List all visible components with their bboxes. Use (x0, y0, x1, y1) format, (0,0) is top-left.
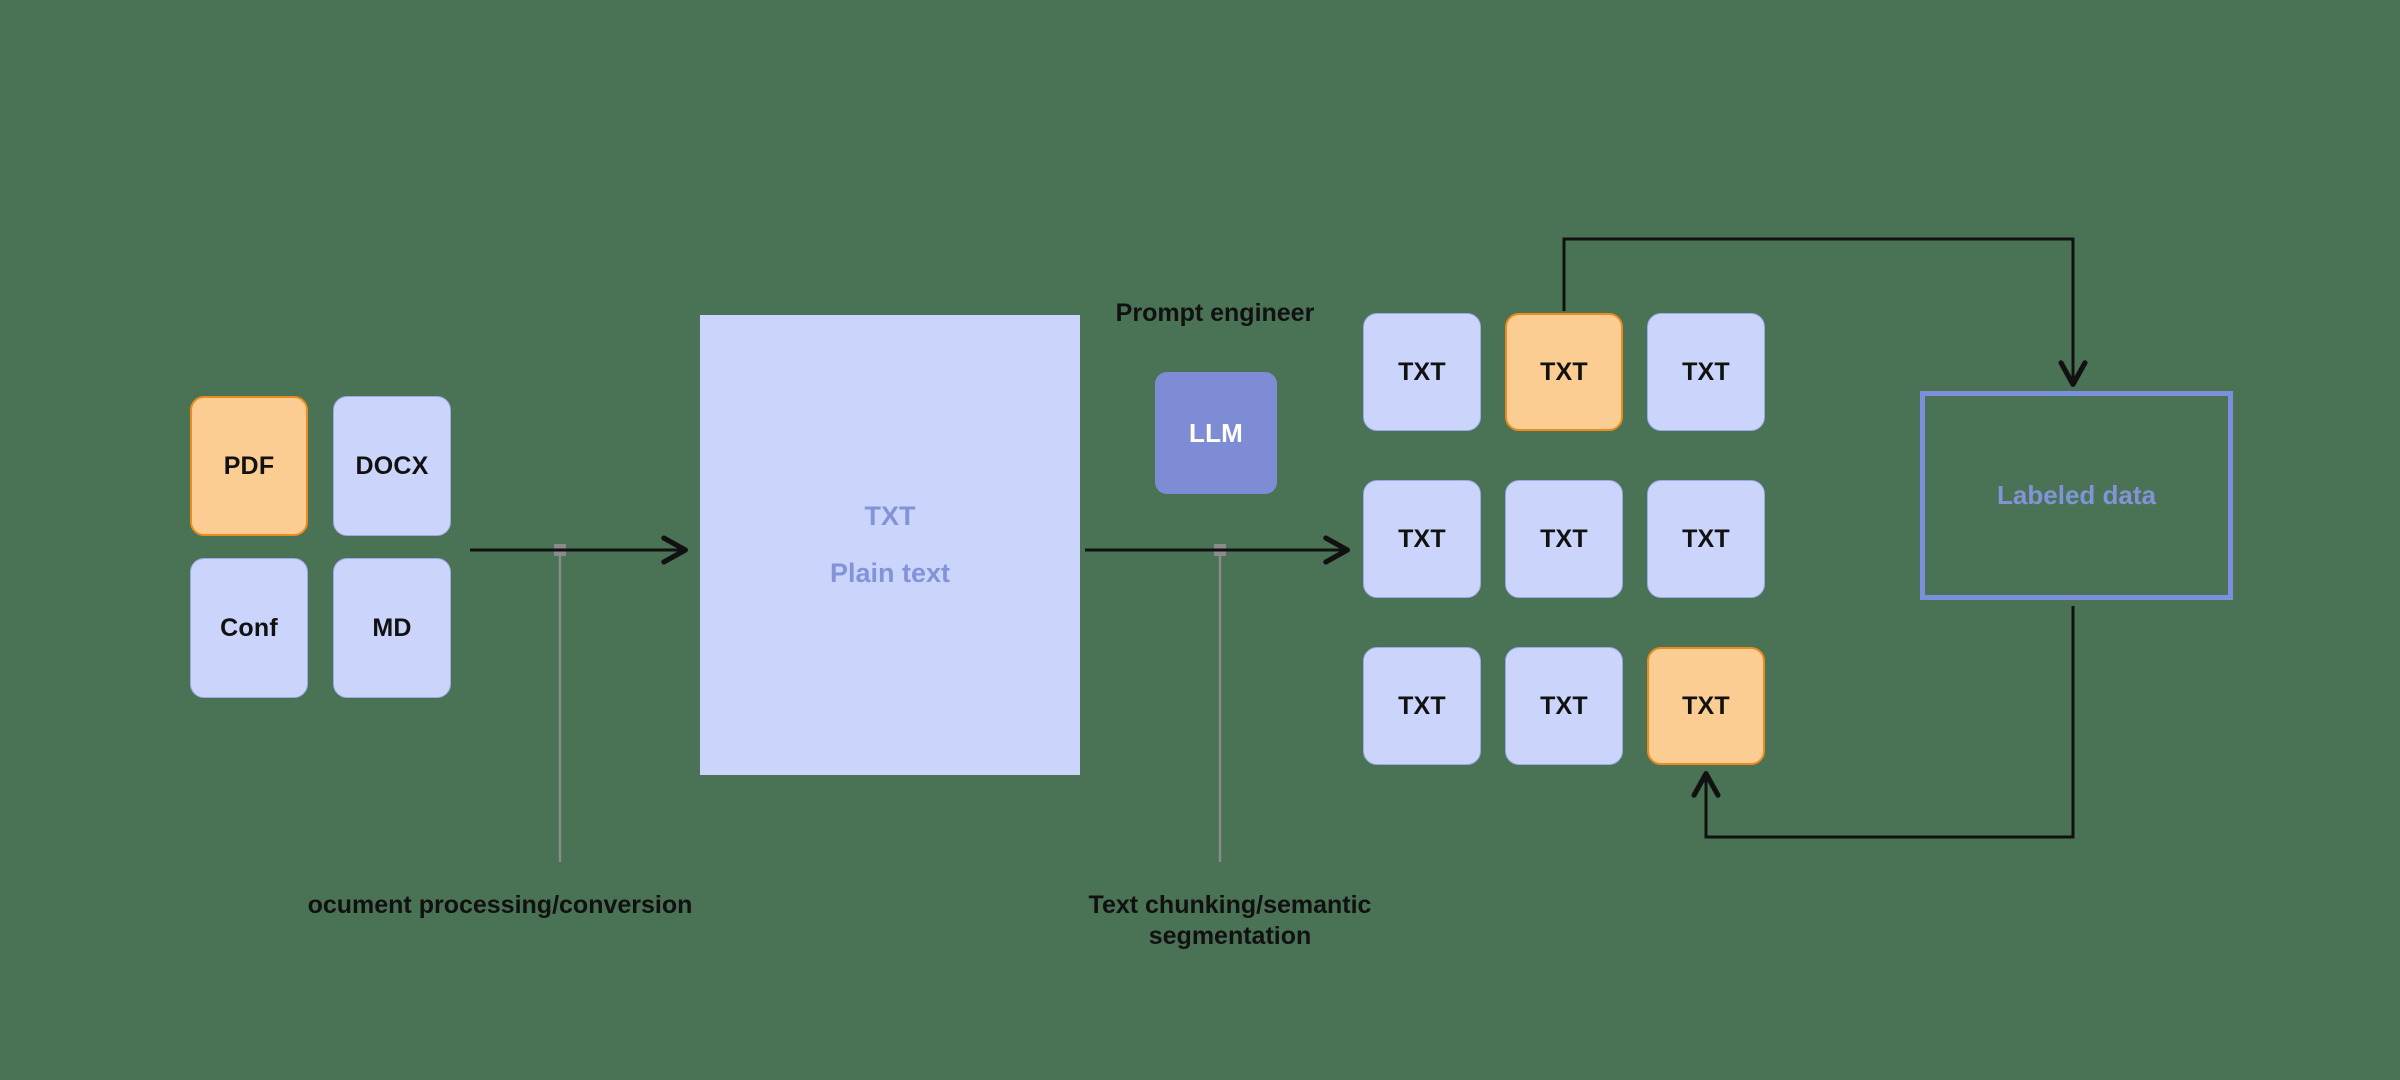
chunk-cell-r2c2[interactable]: TXT (1505, 480, 1623, 598)
labeled-data-label: Labeled data (1997, 480, 2156, 510)
source-tile-conf[interactable]: Conf (190, 558, 308, 698)
source-tile-label: Conf (220, 613, 278, 642)
connector-pin-stage-2 (1214, 544, 1226, 556)
arrow-chunk-to-labeled-data (1562, 237, 2088, 387)
chunk-label: TXT (1682, 524, 1730, 553)
llm-node[interactable]: LLM (1155, 372, 1277, 494)
chunk-cell-r1c3[interactable]: TXT (1647, 313, 1765, 431)
chunk-label: TXT (1540, 524, 1588, 553)
chunk-label: TXT (1398, 357, 1446, 386)
source-tile-docx[interactable]: DOCX (333, 396, 451, 536)
chunk-cell-r2c1[interactable]: TXT (1363, 480, 1481, 598)
source-tile-label: MD (372, 613, 412, 642)
plain-text-subtitle: Plain text (829, 558, 951, 588)
plain-text-title: TXT (864, 501, 916, 531)
chunk-label: TXT (1540, 691, 1588, 720)
llm-label: LLM (1188, 417, 1244, 448)
chunk-label: TXT (1540, 357, 1588, 386)
caption-document-processing: ocument processing/conversion (307, 891, 693, 919)
caption-text-chunking: Text chunking/semantic segmentation (1088, 891, 1372, 950)
chunk-label: TXT (1398, 691, 1446, 720)
chunk-cell-r3c1[interactable]: TXT (1363, 647, 1481, 765)
source-tile-label: DOCX (355, 451, 429, 480)
plain-text-panel[interactable]: TXT Plain text (700, 315, 1080, 775)
chunk-label: TXT (1682, 691, 1730, 720)
chunk-cell-r2c3[interactable]: TXT (1647, 480, 1765, 598)
chunk-cell-r3c2[interactable]: TXT (1505, 647, 1623, 765)
source-tile-label: PDF (223, 451, 275, 480)
chunk-cell-r1c2[interactable]: TXT (1505, 313, 1623, 431)
chunk-label: TXT (1682, 357, 1730, 386)
source-tile-pdf[interactable]: PDF (190, 396, 308, 536)
chunk-label: TXT (1398, 524, 1446, 553)
prompt-engineer-label: Prompt engineer (1115, 299, 1315, 327)
chunk-cell-r3c3[interactable]: TXT (1647, 647, 1765, 765)
source-tile-md[interactable]: MD (333, 558, 451, 698)
connector-pin-stage-1 (554, 544, 566, 556)
chunk-cell-r1c1[interactable]: TXT (1363, 313, 1481, 431)
labeled-data-box[interactable]: Labeled data (1920, 391, 2233, 600)
